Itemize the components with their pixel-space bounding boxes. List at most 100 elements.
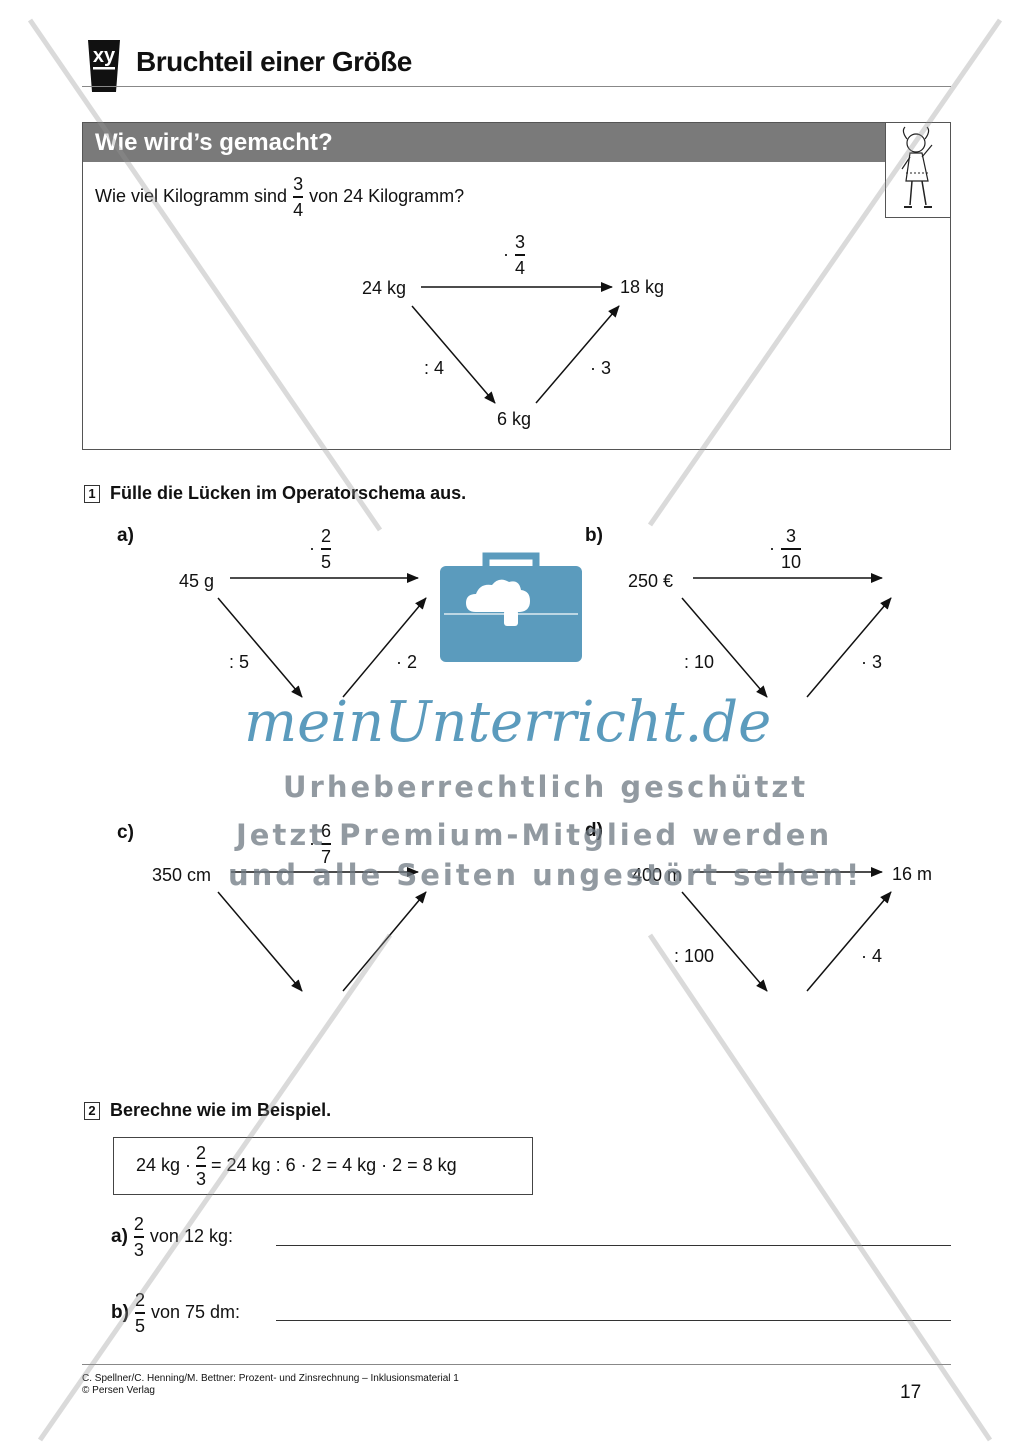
fraction-denominator: 10	[781, 551, 802, 572]
example-middle-value: 6 kg	[497, 409, 532, 429]
d-arrow-up	[806, 891, 892, 992]
task1-a-label: a)	[117, 525, 134, 546]
task1-d-start: 400 m	[632, 865, 683, 885]
fraction-denominator: 3	[133, 1239, 144, 1260]
fraction-denominator: 4	[293, 199, 304, 220]
fraction-bar	[321, 843, 332, 845]
example-question: Wie viel Kilogramm sind 3 4 von 24 Kilog…	[95, 174, 464, 220]
worked-example-box	[113, 1137, 533, 1195]
task2-b-fraction: 2 5	[134, 1290, 145, 1336]
worked-example-fraction: 2 3	[196, 1143, 207, 1189]
task2-b-answer-line[interactable]	[276, 1320, 951, 1321]
task1-c-label: c)	[117, 822, 134, 843]
d-arrow-down	[681, 891, 768, 992]
op-fraction: 3 10	[781, 526, 802, 572]
task-number: 2	[84, 1102, 100, 1121]
op-dot: ·	[309, 833, 315, 854]
fraction-numerator: 2	[321, 526, 332, 546]
fraction-bar	[321, 548, 332, 550]
fraction-numerator: 6	[321, 821, 332, 841]
op-dot: ·	[309, 538, 315, 559]
worked-example: 24 kg · 2 3 = 24 kg : 6 · 2 = 4 kg · 2 =…	[136, 1143, 457, 1189]
task-number: 1	[84, 485, 100, 504]
task2-b-text: von 75 dm:	[150, 1302, 241, 1323]
fraction-numerator: 3	[786, 526, 797, 546]
fraction-denominator: 5	[321, 551, 332, 572]
task1-instruction: 1 Fülle die Lücken im Operatorschema aus.	[84, 483, 466, 504]
fraction-denominator: 7	[321, 846, 332, 867]
task2-a-fraction: 2 3	[133, 1214, 144, 1260]
fraction-numerator: 2	[134, 1290, 145, 1310]
watermark-brand: meinUnterricht.de	[244, 690, 772, 755]
fraction-numerator: 2	[133, 1214, 144, 1234]
op-fraction: 6 7	[321, 821, 332, 867]
task1-d-op-left: : 100	[674, 946, 715, 966]
xy-logo: xy	[82, 36, 126, 96]
task2-a-answer-line[interactable]	[276, 1245, 951, 1246]
page-title: Bruchteil einer Größe	[136, 46, 412, 77]
task1-b-op-right: · 3	[861, 652, 883, 672]
watermark-line3: und alle Seiten ungestört sehen!	[228, 858, 863, 892]
example-end-value: 18 kg	[620, 277, 665, 297]
task2-a-label: a)	[111, 1225, 128, 1247]
fraction-denominator: 3	[196, 1168, 207, 1189]
task1-a-op-top: · 2 5	[309, 526, 332, 572]
logo-x: xy	[93, 45, 116, 67]
example-op-right: · 3	[590, 358, 612, 378]
task2-b-label: b)	[111, 1301, 129, 1323]
fraction-numerator: 3	[515, 232, 526, 252]
task1-c-op-top: · 6 7	[309, 821, 332, 867]
task2-b: b) 2 5 von 75 dm:	[111, 1290, 240, 1336]
fraction-bar	[293, 196, 304, 198]
footer-publisher: © Persen Verlag	[82, 1385, 155, 1396]
worked-example-post: = 24 kg : 6 · 2 = 4 kg · 2 = 8 kg	[211, 1155, 457, 1176]
header-rule	[82, 86, 951, 87]
girl-illustration	[885, 123, 950, 218]
op-dot: ·	[769, 538, 775, 559]
task1-a-start: 45 g	[179, 571, 215, 591]
watermark-line1: Urheberrechtlich geschützt	[283, 770, 809, 804]
task1-b-label: b)	[585, 525, 603, 546]
fraction-denominator: 5	[134, 1315, 145, 1336]
example-box	[82, 122, 951, 450]
a-arrow-down	[217, 597, 303, 698]
fraction-bar	[515, 254, 526, 256]
op-fraction: 2 5	[321, 526, 332, 572]
b-arrow-up	[806, 597, 892, 698]
a-arrow-up	[342, 597, 427, 698]
fraction-bar	[196, 1165, 207, 1167]
task2-instruction: 2 Berechne wie im Beispiel.	[84, 1100, 331, 1121]
fraction-numerator: 3	[293, 174, 304, 194]
task2-a-text: von 12 kg:	[149, 1226, 233, 1247]
task1-d-op-right: · 4	[861, 946, 883, 966]
fraction-denominator: 4	[515, 257, 526, 278]
worked-example-pre: 24 kg ·	[136, 1155, 192, 1176]
footer-rule	[82, 1364, 951, 1365]
fraction-bar	[133, 1236, 144, 1238]
example-op-left: : 4	[424, 358, 445, 378]
page-number: 17	[900, 1382, 922, 1403]
task1-b-op-top: · 3 10	[769, 526, 802, 572]
footer-credits: C. Spellner/C. Henning/M. Bettner: Proze…	[82, 1373, 459, 1397]
task2-text: Berechne wie im Beispiel.	[110, 1100, 332, 1120]
fraction-bar	[781, 548, 802, 550]
op-dot: ·	[503, 244, 509, 265]
example-heading: Wie wird’s gemacht?	[83, 123, 885, 162]
task1-c-start: 350 cm	[152, 865, 212, 885]
briefcase-icon	[438, 552, 584, 664]
watermark-line2: Jetzt Premium-Mitglied werden	[236, 818, 833, 852]
b-arrow-down	[681, 597, 768, 698]
question-fraction: 3 4	[293, 174, 304, 220]
task2-a: a) 2 3 von 12 kg:	[111, 1214, 233, 1260]
task1-text: Fülle die Lücken im Operatorschema aus.	[110, 483, 467, 503]
op-fraction: 3 4	[515, 232, 526, 278]
task1-d-label: d)	[585, 820, 603, 841]
c-arrow-up	[342, 891, 427, 992]
c-arrow-down	[217, 891, 303, 992]
task1-b-start: 250 €	[628, 571, 674, 591]
task1-a-op-left: : 5	[229, 652, 250, 672]
question-pre: Wie viel Kilogramm sind	[95, 186, 288, 207]
question-post: von 24 Kilogramm?	[309, 186, 465, 207]
task1-d-end: 16 m	[892, 864, 933, 884]
example-op-top: · 3 4	[503, 232, 526, 278]
